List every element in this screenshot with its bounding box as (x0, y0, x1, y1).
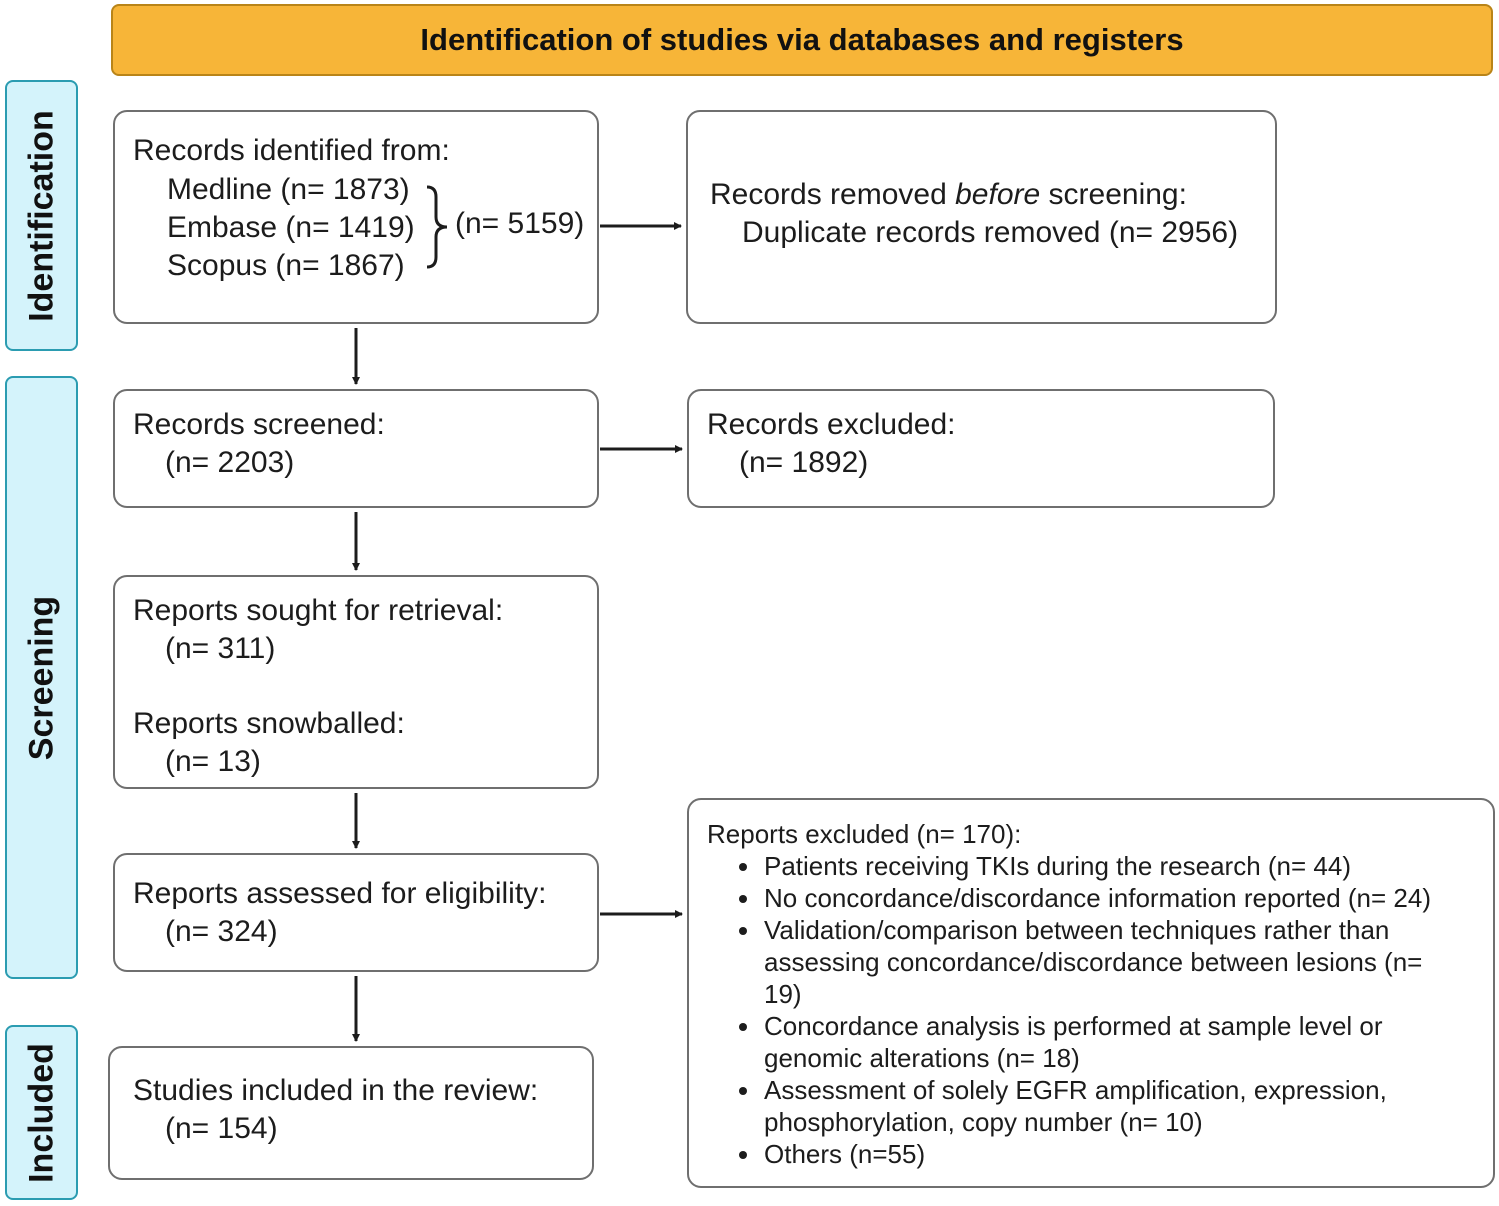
header-banner: Identification of studies via databases … (111, 4, 1493, 76)
records-excluded-box: Records excluded: (n= 1892) (687, 389, 1275, 508)
records-identified-box: Records identified from: Medline (n= 187… (113, 110, 599, 324)
records-removed-heading-emphasis: before (955, 178, 1041, 211)
reports-excluded-heading: Reports excluded (n= 170): (707, 819, 1022, 849)
records-identified-total: (n= 5159) (455, 207, 585, 240)
reports-assessed-box: Reports assessed for eligibility: (n= 32… (113, 853, 599, 972)
records-removed-heading-pre: Records removed (710, 178, 956, 211)
reports-sought-count: (n= 311) (165, 632, 276, 665)
source-embase: Embase (n= 1419) (167, 211, 415, 244)
duplicates-removed: Duplicate records removed (n= 2956) (742, 216, 1239, 249)
exclusion-reason: Patients receiving TKIs during the resea… (762, 850, 1475, 882)
studies-included-box: Studies included in the review: (n= 154) (108, 1046, 594, 1180)
source-scopus: Scopus (n= 1867) (167, 249, 405, 282)
records-removed-box: Records removed before screening: Duplic… (686, 110, 1277, 324)
header-title: Identification of studies via databases … (420, 22, 1184, 57)
reports-excluded-box: Reports excluded (n= 170): Patients rece… (687, 798, 1495, 1188)
reports-sought-heading: Reports sought for retrieval: (133, 594, 504, 627)
reports-snowballed-count: (n= 13) (165, 745, 261, 778)
brace-icon (426, 185, 448, 269)
source-medline: Medline (n= 1873) (167, 173, 410, 206)
exclusion-reasons-list: Patients receiving TKIs during the resea… (707, 850, 1475, 1170)
records-excluded-heading: Records excluded: (707, 408, 956, 441)
records-identified-heading: Records identified from: (133, 134, 450, 167)
records-screened-box: Records screened: (n= 2203) (113, 389, 599, 508)
studies-included-heading: Studies included in the review: (133, 1074, 539, 1107)
reports-assessed-heading: Reports assessed for eligibility: (133, 877, 547, 910)
source-list: Medline (n= 1873) Embase (n= 1419) Scopu… (167, 171, 415, 285)
records-removed-heading-post: screening: (1040, 178, 1187, 211)
exclusion-reason: Concordance analysis is performed at sam… (762, 1010, 1444, 1074)
reports-assessed-count: (n= 324) (165, 915, 278, 948)
reports-snowballed-heading: Reports snowballed: (133, 707, 405, 740)
exclusion-reason: Assessment of solely EGFR amplification,… (762, 1074, 1444, 1138)
phase-included: Included (5, 1025, 78, 1200)
records-removed-heading: Records removed before screening: (710, 176, 1257, 214)
phase-identification: Identification (5, 80, 78, 351)
studies-included-count: (n= 154) (165, 1112, 278, 1145)
records-excluded-count: (n= 1892) (739, 446, 869, 479)
reports-sought-box: Reports sought for retrieval: (n= 311) R… (113, 575, 599, 789)
exclusion-reason: Validation/comparison between techniques… (762, 914, 1444, 1010)
exclusion-reason: Others (n=55) (762, 1138, 1475, 1170)
exclusion-reason: No concordance/discordance information r… (762, 882, 1475, 914)
phase-screening: Screening (5, 376, 78, 979)
records-screened-heading: Records screened: (133, 408, 385, 441)
records-screened-count: (n= 2203) (165, 446, 295, 479)
